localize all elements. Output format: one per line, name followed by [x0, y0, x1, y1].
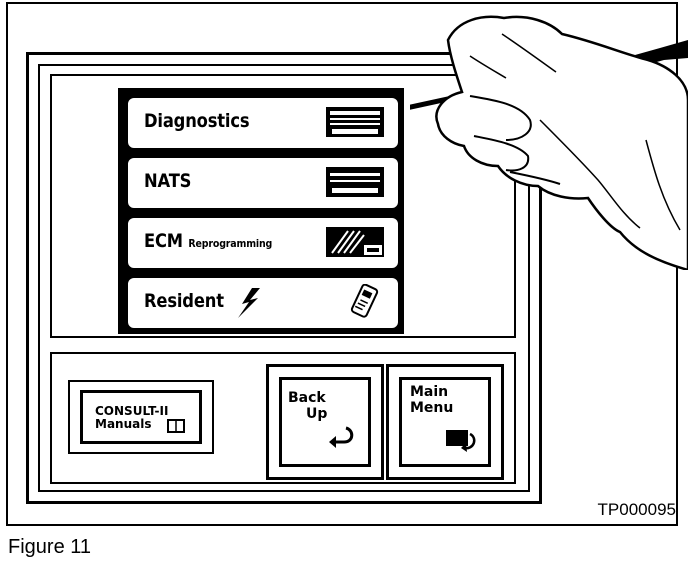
back-label: Back	[288, 390, 326, 406]
ecm-reprogramming-label: ECM Reprogramming	[144, 230, 273, 252]
screen-lower-panel	[50, 352, 516, 484]
keyboard-icon	[326, 107, 384, 137]
device-bezel	[26, 52, 542, 504]
screen-upper-panel	[50, 74, 516, 338]
scan-tool-icon	[350, 284, 379, 318]
nats-button[interactable]: NATS	[126, 156, 400, 210]
return-arrow-icon	[329, 426, 354, 448]
ecm-chip-icon	[326, 227, 384, 257]
diagnostics-button[interactable]: Diagnostics	[126, 96, 400, 150]
resident-button[interactable]: Resident	[126, 276, 400, 330]
back-up-frame: Back Up	[266, 364, 384, 480]
figure-caption: Figure 11	[8, 536, 92, 558]
menu-label: Menu	[410, 400, 454, 416]
main-menu-button[interactable]: Main Menu	[399, 377, 491, 467]
manuals-label: CONSULT-II Manuals	[95, 404, 169, 431]
main-menu-frame: Main Menu	[386, 364, 504, 480]
hand-with-stylus-illustration	[410, 15, 688, 270]
device-screen	[38, 64, 530, 492]
resident-label: Resident	[144, 290, 224, 312]
back-up-button[interactable]: Back Up	[279, 377, 371, 467]
keyboard-icon	[326, 167, 384, 197]
nats-label: NATS	[144, 170, 192, 192]
up-label: Up	[306, 406, 328, 422]
main-menu-panel: Diagnostics NATS ECM Reprogramming Resid…	[118, 88, 404, 334]
figure-id-label: TP000095	[597, 500, 676, 519]
book-icon	[167, 419, 185, 433]
consult-manuals-button[interactable]: CONSULT-II Manuals	[80, 390, 202, 444]
lightning-icon	[238, 288, 260, 318]
main-label: Main	[410, 384, 449, 400]
menu-return-icon	[446, 430, 476, 452]
manuals-frame	[68, 380, 214, 454]
ecm-reprogramming-button[interactable]: ECM Reprogramming	[126, 216, 400, 270]
diagnostics-label: Diagnostics	[144, 110, 250, 132]
